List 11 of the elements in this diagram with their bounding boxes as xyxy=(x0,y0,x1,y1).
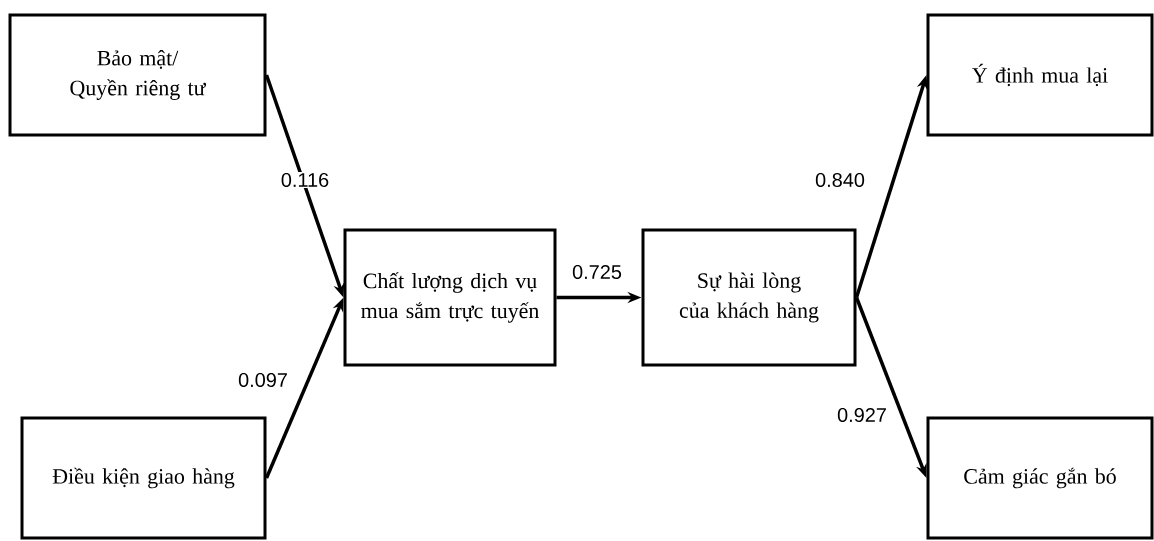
edge-label: 0.927 xyxy=(836,406,888,424)
edge-label: 0.725 xyxy=(571,263,623,281)
concept-box: Bảo mật/ Quyền riêng tư xyxy=(8,13,267,137)
concept-box: Sự hài lòng của khách hàng xyxy=(641,228,857,367)
edge-label: 0.840 xyxy=(814,171,866,189)
edge-label: 0.097 xyxy=(237,371,289,389)
concept-box: Cảm giác gắn bó xyxy=(926,416,1154,540)
concept-box: Điều kiện giao hàng xyxy=(20,416,267,540)
concept-box: Chất lượng dịch vụ mua sắm trực tuyến xyxy=(343,228,557,367)
concept-box: Ý định mua lại xyxy=(926,13,1154,137)
edge-label: 0.116 xyxy=(279,171,331,189)
